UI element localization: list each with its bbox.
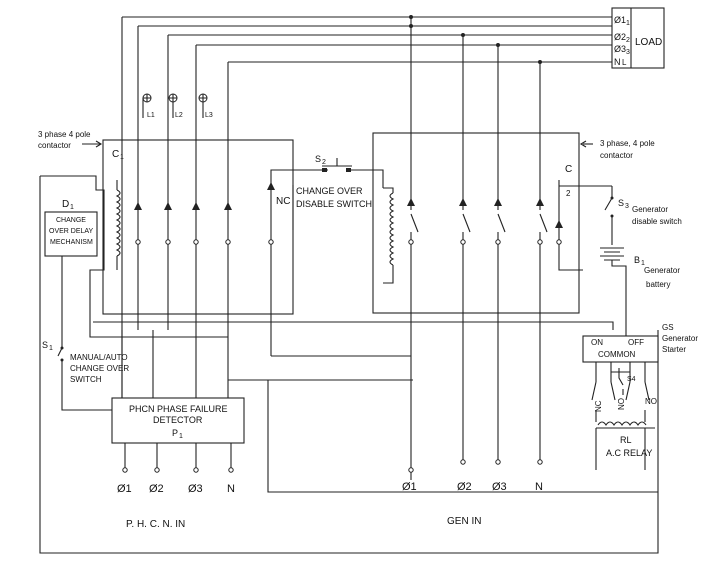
contactor-c2-desc-1: 3 phase, 4 pole [600,139,655,148]
s1-name: S [42,340,48,350]
load-line-3: Ø3 [614,44,626,54]
phcn-name: P [172,428,178,438]
svg-text:1: 1 [179,433,183,440]
svg-text:1: 1 [70,204,74,211]
relay-s4: S4 [627,376,636,383]
svg-text:3: 3 [625,203,629,210]
s2-line-1: CHANGE OVER [296,186,363,196]
contactor-c2-name: C [565,164,572,175]
battery-line-1: Generator [644,266,680,275]
contactor-c1-nc: NC [276,196,290,207]
lamp-label-3: L3 [205,112,213,119]
s1-line-2: CHANGE OVER [70,364,129,373]
starter-on: ON [591,338,603,347]
phcn-terminal-2: Ø2 [149,483,164,495]
contactor-c2-terminal: 2 [566,189,571,198]
generator-starter: ON OFF COMMON GS Generator Starter [582,323,698,382]
phcn-line-1: PHCN PHASE FAILURE [129,404,228,414]
phcn-in-label: P. H. C. N. IN [126,519,185,530]
delay-line-3: MECHANISM [50,239,93,246]
indicator-lamps: L1 L2 L3 [142,93,213,119]
ac-relay: S4 NC NO NO RL A.C RELAY [591,368,657,470]
svg-text:1: 1 [120,154,124,161]
load-label: LOAD [635,37,662,48]
gen-terminal-2: Ø2 [457,481,472,493]
starter-line-2: Starter [662,345,686,354]
lamp-icon [198,93,208,103]
lamp-label-1: L1 [147,112,155,119]
switch-s1: S 1 MANUAL/AUTO CHANGE OVER SWITCH [42,340,129,411]
gen-terminal-1: Ø1 [402,481,417,493]
contactor-c2: 3 phase, 4 pole contactor C 2 [372,132,655,480]
contactor-c1-desc-1: 3 phase 4 pole [38,130,91,139]
phcn-terminal-n: N [227,483,235,495]
relay-no-1: NO [617,398,626,410]
contactor-c2-desc-2: contactor [600,151,633,160]
contactor-c1-name: C [112,149,119,160]
svg-text:1: 1 [641,260,645,267]
starter-off: OFF [628,338,644,347]
starter-line-1: Generator [662,334,698,343]
s3-line-2: disable switch [632,217,682,226]
s1-line-3: SWITCH [70,375,102,384]
phcn-terminal-1: Ø1 [117,483,132,495]
phcn-terminal-3: Ø3 [188,483,203,495]
s3-line-1: Generator [632,205,668,214]
load-l-label: L [622,58,627,67]
relay-no-2: NO [645,397,657,406]
starter-common: COMMON [598,350,636,359]
svg-text:2: 2 [322,159,326,166]
lamp-icon [168,93,178,103]
gen-terminal-3: Ø3 [492,481,507,493]
delay-line-2: OVER DELAY [49,228,94,235]
s1-line-1: MANUAL/AUTO [70,353,128,362]
gen-terminal-n: N [535,481,543,493]
svg-text:1: 1 [626,20,630,27]
gen-in-label: GEN IN [447,516,481,527]
contactor-c1: 3 phase 4 pole contactor C 1 NC [38,130,294,356]
relay-name: RL [620,435,632,445]
svg-text:2: 2 [626,37,630,44]
s2-line-2: DISABLE SWITCH [296,199,372,209]
phcn-detector: PHCN PHASE FAILURE DETECTOR P 1 Ø1 Ø2 Ø3… [90,330,245,530]
s2-name: S [315,154,321,164]
battery-line-2: battery [646,280,670,289]
battery-name: B [634,255,640,265]
load-line-1: Ø1 [614,15,626,25]
relay-nc: NC [594,400,603,412]
delay-mechanism-d1: D 1 CHANGE OVER DELAY MECHANISM [39,175,659,554]
interconnect-wires [93,321,658,493]
delay-line-1: CHANGE [56,217,86,224]
svg-text:1: 1 [49,345,53,352]
generator-battery: B 1 Generator battery [600,247,680,336]
load-terminal-box: Ø1 1 Ø2 2 Ø3 3 N L LOAD [611,7,665,69]
delay-name: D [62,199,69,210]
phcn-line-2: DETECTOR [153,415,203,425]
lamp-icon [142,93,152,103]
contactor-c1-desc-2: contactor [38,141,71,150]
lamp-label-2: L2 [175,112,183,119]
svg-text:3: 3 [626,49,630,56]
load-line-n: N [614,57,621,67]
load-line-2: Ø2 [614,32,626,42]
s3-name: S [618,198,624,208]
switch-s2: S 2 CHANGE OVER DISABLE SWITCH [270,154,384,209]
generator-disable-switch: S 3 Generator disable switch [604,186,682,245]
starter-gs: GS [662,323,674,332]
relay-label: A.C RELAY [606,448,652,458]
generator-input: Ø1 Ø2 Ø3 N GEN IN [402,459,543,527]
